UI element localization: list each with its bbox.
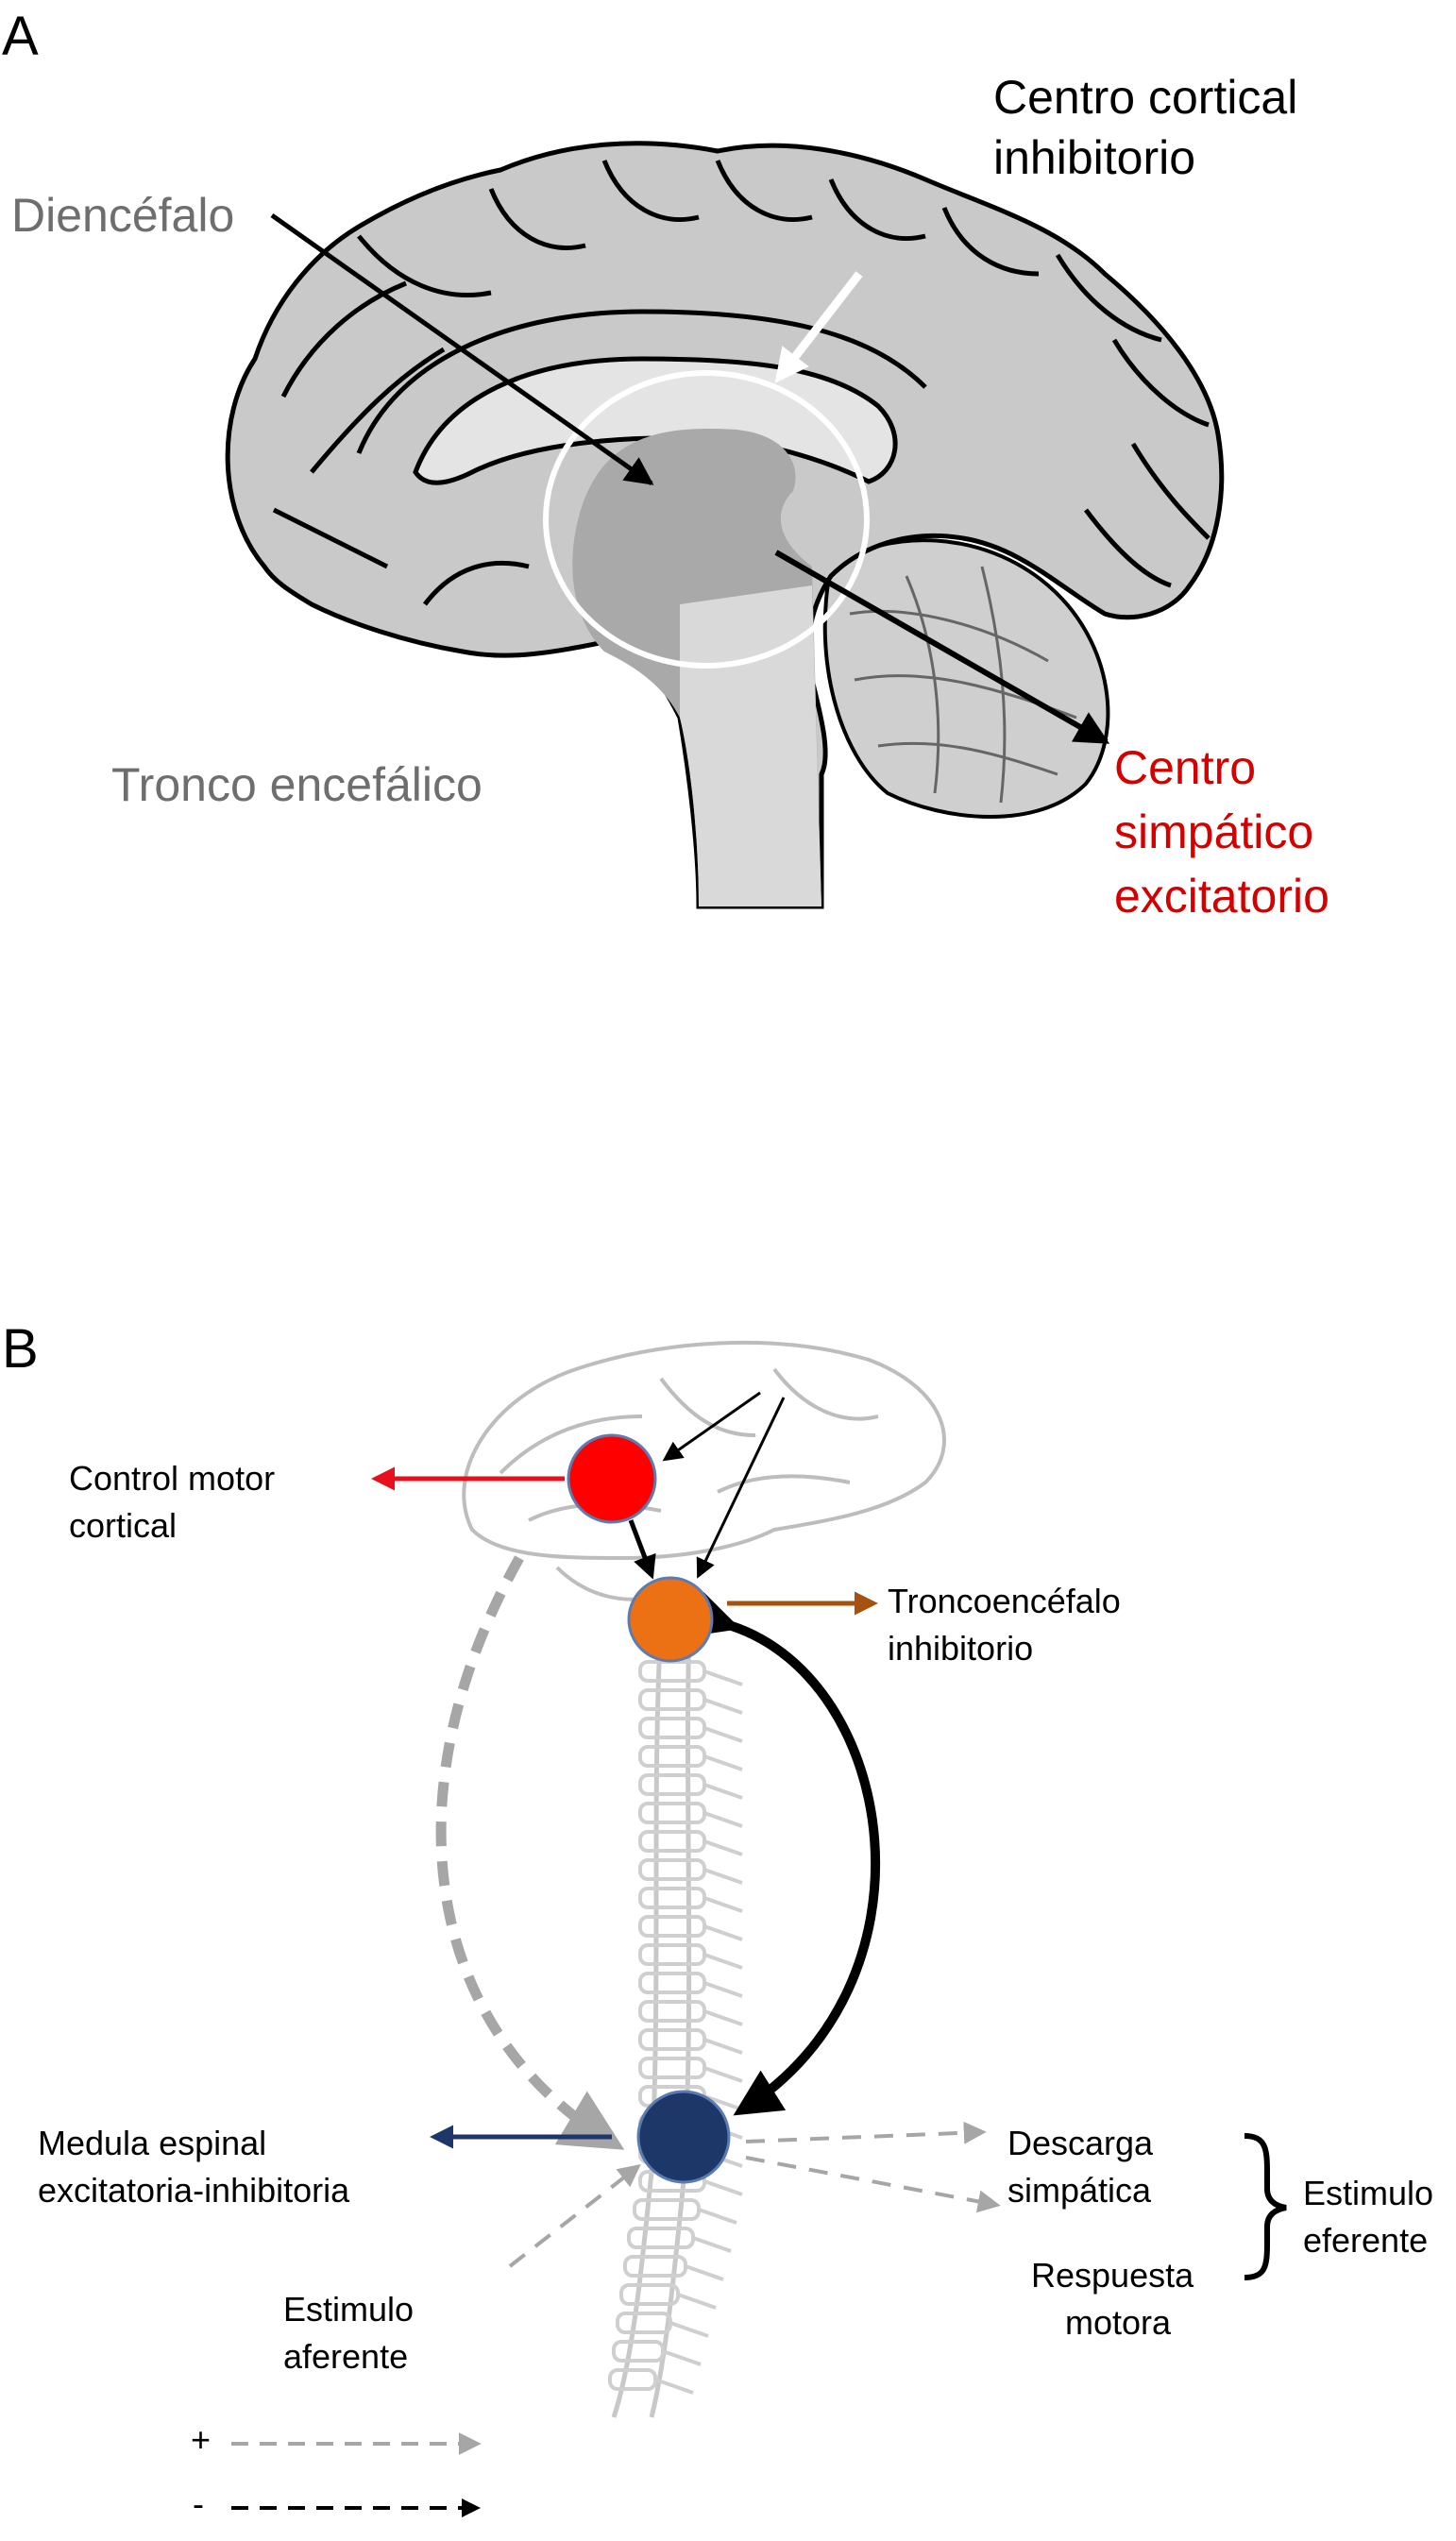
- excitatory-dashed-arc: [435, 1555, 625, 2150]
- brain-sagittal-illustration: [225, 141, 1225, 909]
- vertebra: [638, 2028, 706, 2051]
- label-brainstem-inhibitory: Troncoencéfalo inhibitorio: [888, 1582, 1130, 1668]
- vertebral-process: [703, 1839, 743, 1856]
- sympathetic-discharge-arrow: [745, 2121, 987, 2144]
- vertebra: [638, 1858, 706, 1881]
- vertebra: [638, 1802, 706, 1824]
- efferent-brace: [1244, 2133, 1287, 2280]
- motor-response-arrow: [745, 2156, 1001, 2213]
- vertebra: [612, 2340, 665, 2363]
- vertebral-process: [698, 2208, 737, 2225]
- label-efferent-stimulus: Estimulo eferente: [1303, 2174, 1443, 2260]
- label-sympathetic-excitatory-center: Centro simpático excitatorio: [1114, 741, 1329, 923]
- vertebral-process: [703, 1924, 743, 1941]
- legend: + -: [191, 2420, 482, 2523]
- label-spinal-cord: Medula espinal excitatoria-inhibitoria: [38, 2124, 350, 2210]
- vertebral-process: [703, 1783, 743, 1800]
- vertebra: [638, 2057, 706, 2079]
- vertebral-process: [703, 1811, 743, 1828]
- vertebral-process: [703, 1754, 743, 1771]
- vertebra: [638, 2000, 706, 2023]
- vertebra: [633, 2198, 701, 2221]
- vertebral-process: [692, 2236, 732, 2253]
- label-sympathetic-discharge: Descarga simpática: [1007, 2124, 1162, 2210]
- label-afferent-stimulus: Estimulo aferente: [283, 2290, 423, 2376]
- vertebral-process: [703, 2009, 743, 2026]
- cortical-input-line-2: [696, 1397, 786, 1579]
- vertebra: [638, 1830, 706, 1853]
- vertebra: [638, 1745, 706, 1768]
- vertebral-process: [654, 2378, 694, 2395]
- diencephalon-highlight-circle: [543, 370, 870, 669]
- vertebra: [638, 1943, 706, 1966]
- vertebra: [608, 2368, 657, 2391]
- vertebra: [638, 1773, 706, 1796]
- vertebral-process: [662, 2349, 702, 2366]
- panel-b-letter: B: [2, 1318, 39, 1380]
- vertebral-process: [703, 2066, 743, 2083]
- vertebral-process: [703, 1669, 743, 1686]
- afferent-stimulus-arrow: [508, 2164, 641, 2268]
- vertebral-process: [703, 1726, 743, 1743]
- cortex-to-brainstem-arrow: [628, 1519, 656, 1580]
- cortical-input-line-1: [662, 1391, 761, 1462]
- label-motor-response: Respuesta motora: [1031, 2256, 1203, 2342]
- inhibitory-bidirectional-arc: [688, 1591, 881, 2116]
- spinal-cord-node: [636, 2090, 731, 2184]
- panel-a: A Centro cortical inhi: [2, 6, 1329, 923]
- vertebra: [638, 1688, 706, 1711]
- panel-a-letter: A: [2, 6, 39, 67]
- label-cortical-inhibitory-center: Centro cortical inhibitorio: [993, 71, 1311, 184]
- vertebral-process: [703, 2038, 743, 2055]
- vertebral-process: [703, 1981, 743, 1998]
- legend-minus-label: -: [193, 2484, 204, 2523]
- vertebral-process: [703, 1896, 743, 1913]
- vertebrae-sketch: [608, 1660, 743, 2395]
- vertebra: [627, 2227, 695, 2249]
- label-cortical-motor-control: Control motor cortical: [69, 1459, 284, 1545]
- vertebral-process: [703, 2179, 743, 2196]
- vertebra: [638, 1660, 706, 1683]
- legend-plus-label: +: [191, 2420, 211, 2459]
- cortical-inhibitory-arrow: [774, 271, 863, 383]
- vertebra: [638, 1972, 706, 1994]
- panel-b: B Con: [2, 1318, 1443, 2523]
- vertebral-process: [703, 1698, 743, 1715]
- label-diencephalon: Diencéfalo: [11, 189, 234, 242]
- brainstem-inhibitory-node: [627, 1576, 714, 1663]
- label-brainstem: Tronco encefálico: [111, 758, 483, 811]
- cortical-motor-node: [567, 1433, 657, 1524]
- cortical-sulci: [272, 160, 1211, 606]
- vertebral-process: [703, 1953, 743, 1970]
- vertebral-process: [703, 1868, 743, 1885]
- diencephalon-pointer-arrow: [270, 212, 654, 486]
- vertebral-process: [677, 2293, 717, 2310]
- vertebral-process: [685, 2264, 724, 2281]
- vertebra: [616, 2312, 672, 2334]
- vertebral-process: [669, 2321, 709, 2338]
- vertebra: [638, 1915, 706, 1938]
- vertebra: [638, 1717, 706, 1739]
- cerebellum: [822, 538, 1110, 819]
- sympathetic-center-arrow: [774, 550, 1110, 745]
- vertebra: [638, 1887, 706, 1909]
